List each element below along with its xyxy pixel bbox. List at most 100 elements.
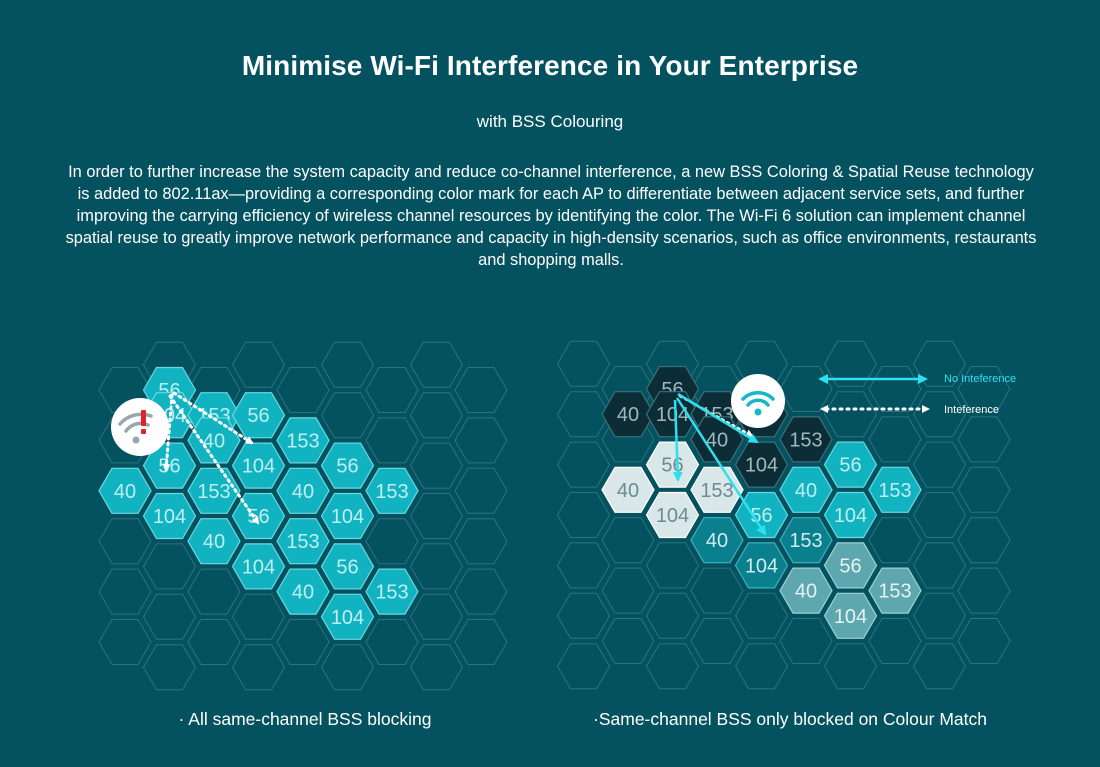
hex-outline — [276, 367, 330, 413]
channel-label: 153 — [375, 481, 408, 503]
hex-outline — [957, 366, 1011, 412]
hex-outline — [98, 619, 152, 665]
hex-shape — [276, 467, 330, 514]
hex-outline — [454, 568, 508, 615]
hex-shape — [690, 517, 744, 564]
hex-cell: 104 — [320, 593, 375, 640]
hex-outline — [868, 366, 922, 412]
interference-arrow — [168, 394, 260, 525]
hex-cell: 104 — [231, 543, 286, 590]
hex-cell: 40 — [187, 518, 241, 565]
hex-cell: 56 — [231, 492, 286, 540]
hex-cell: 153 — [276, 417, 330, 464]
hex-shape — [276, 568, 330, 615]
hex-outline — [823, 391, 878, 438]
hex-cell: 56 — [823, 441, 878, 488]
hex-cell: 56 — [320, 442, 375, 489]
hex-outline — [957, 517, 1011, 564]
hex-outline — [365, 518, 419, 565]
hex-cell: 40 — [779, 567, 833, 614]
hex-cell: 40 — [690, 517, 744, 564]
hex-cell: 104 — [823, 592, 878, 639]
hex-outline — [912, 340, 967, 387]
channel-label: 153 — [789, 429, 822, 451]
hex-outline — [231, 644, 286, 691]
hex-cell: 153 — [276, 518, 330, 565]
hex-outline — [187, 619, 241, 665]
channel-label: 56 — [839, 455, 861, 477]
hex-shape — [823, 491, 878, 539]
hex-outline — [454, 417, 508, 464]
channel-label: 40 — [706, 429, 728, 451]
hex-outline — [98, 568, 152, 615]
hex-outline — [556, 643, 611, 690]
hex-shape — [231, 442, 286, 489]
right-no-interference-arrows — [672, 397, 767, 536]
hex-outline — [912, 441, 967, 488]
hex-outline — [231, 341, 286, 388]
hex-outline — [98, 518, 152, 565]
hex-outline — [320, 341, 375, 388]
hex-shape — [320, 442, 375, 489]
hex-shape — [645, 441, 700, 488]
page-title: Minimise Wi-Fi Interference in Your Ente… — [241, 50, 859, 81]
hex-cell: 40 — [276, 568, 330, 615]
channel-label: 40 — [203, 430, 225, 452]
no-interference-arrow — [677, 392, 759, 444]
hex-shape — [645, 491, 700, 539]
channel-label: 40 — [617, 404, 639, 426]
channel-label: 56 — [336, 556, 358, 578]
hex-outline — [779, 618, 833, 664]
hex-outline — [601, 618, 655, 664]
hex-outline — [231, 593, 286, 640]
hex-cell: 104 — [142, 492, 197, 540]
hex-outline — [365, 417, 419, 464]
legend-interference-label: Inteference — [944, 404, 999, 416]
hex-outline — [454, 467, 508, 514]
hex-shape — [734, 491, 789, 539]
hex-shape — [320, 543, 375, 590]
hex-shape — [187, 518, 241, 565]
hex-shape — [187, 417, 241, 464]
hex-cell: 153 — [779, 416, 833, 463]
hex-outline — [320, 392, 375, 439]
hex-shape — [779, 416, 833, 463]
hex-outline — [690, 567, 744, 614]
hex-shape — [231, 543, 286, 590]
hex-cell: 40 — [779, 466, 833, 513]
channel-label: 40 — [114, 481, 136, 503]
hex-outline — [601, 567, 655, 614]
hex-shape — [365, 467, 419, 514]
hex-cell: 40 — [276, 467, 330, 514]
hex-outline — [454, 619, 508, 665]
no-interference-arrow — [675, 397, 767, 536]
channel-label: 153 — [286, 531, 319, 553]
hex-outline — [454, 367, 508, 413]
channel-label: 40 — [795, 480, 817, 502]
channel-label: 153 — [789, 530, 822, 552]
legend-no-interference-label: No Inteference — [944, 373, 1016, 385]
hex-cell: 56 — [231, 392, 286, 439]
hex-cell: 104 — [734, 441, 789, 488]
hex-cell: 104 — [645, 391, 700, 438]
hex-outline — [187, 568, 241, 615]
hex-cell: 40 — [98, 467, 152, 514]
hex-shape — [320, 593, 375, 640]
hex-outline — [409, 341, 464, 388]
channel-label: 104 — [331, 607, 364, 629]
channel-label: 104 — [331, 506, 364, 528]
hex-shape — [645, 391, 700, 438]
page-subtitle: with BSS Colouring — [476, 112, 624, 131]
hex-shape — [734, 542, 789, 589]
hex-cell: 153 — [779, 517, 833, 564]
hex-cell: 153 — [365, 467, 419, 514]
hex-outline — [868, 416, 922, 463]
channel-label: 153 — [197, 481, 230, 503]
right-hex-cells: 5640104153564015356104564015340153104561… — [601, 365, 922, 639]
no-interference-arrow — [672, 399, 683, 482]
hex-shape — [690, 416, 744, 463]
hex-outline — [734, 592, 789, 639]
channel-label: 40 — [292, 481, 314, 503]
hex-shape — [231, 392, 286, 439]
hex-shape — [601, 391, 655, 438]
